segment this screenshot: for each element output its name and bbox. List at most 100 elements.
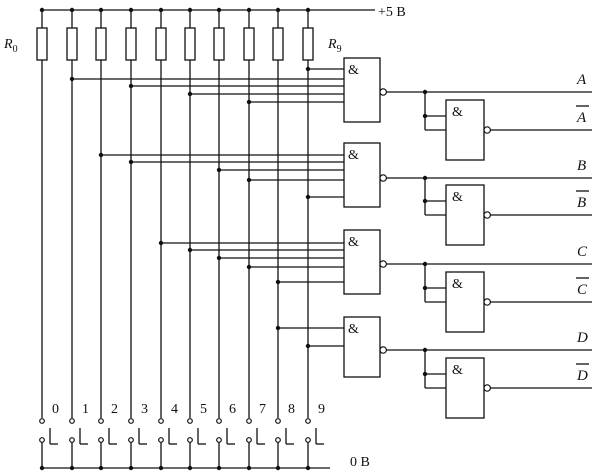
- supply-node-0: [39, 7, 45, 13]
- resistor-3: [125, 27, 137, 61]
- key-label-6: 6: [229, 402, 236, 417]
- key-label-0: 0: [52, 402, 59, 417]
- gate-symbol-0: &: [348, 63, 359, 78]
- output-inverted-label-1: B: [577, 195, 586, 211]
- inverter-symbol-0: &: [452, 105, 463, 120]
- gate-3: [343, 316, 381, 378]
- resistor-8: [272, 27, 284, 61]
- ground-node-7: [246, 465, 252, 471]
- switch-contact-top-8: [275, 418, 281, 424]
- supply-node-7: [246, 7, 252, 13]
- resistor-5: [184, 27, 196, 61]
- key-label-2: 2: [111, 402, 118, 417]
- key-label-8: 8: [288, 402, 295, 417]
- key-label-9: 9: [318, 402, 325, 417]
- switch-contact-bottom-9: [305, 437, 311, 443]
- switch-contact-bottom-0: [39, 437, 45, 443]
- ground-node-4: [158, 465, 164, 471]
- inverter-1: [445, 184, 485, 246]
- gate2-tap-4: [275, 279, 281, 285]
- switch-contact-top-5: [187, 418, 193, 424]
- key-label-1: 1: [82, 402, 89, 417]
- output-label-1: B: [577, 158, 586, 174]
- ground-node-1: [69, 465, 75, 471]
- inverter-2: [445, 271, 485, 333]
- resistor-2: [95, 27, 107, 61]
- supply-node-5: [187, 7, 193, 13]
- output-inverted-label-2: C: [577, 282, 588, 298]
- ground-node-6: [216, 465, 222, 471]
- resistor-1: [66, 27, 78, 61]
- inverter-symbol-3: &: [452, 363, 463, 378]
- supply-node-2: [98, 7, 104, 13]
- gate2-tap-1: [187, 247, 193, 253]
- labels: +5 В 0 В R0 R9: [3, 5, 406, 470]
- switch-contact-top-6: [216, 418, 222, 424]
- output-inverted-label-0: A: [576, 110, 587, 126]
- key-label-5: 5: [200, 402, 207, 417]
- gate3-tap-0: [275, 325, 281, 331]
- inverter-bubble-3: [483, 384, 492, 392]
- switch-contact-top-1: [69, 418, 75, 424]
- switch-contact-top-7: [246, 418, 252, 424]
- switch-contact-bottom-8: [275, 437, 281, 443]
- switch-contact-bottom-6: [216, 437, 222, 443]
- supply-node-8: [275, 7, 281, 13]
- switch-contact-bottom-4: [158, 437, 164, 443]
- key-label-7: 7: [259, 402, 266, 417]
- inverter-node-2: [422, 285, 428, 291]
- gate-symbol-1: &: [348, 148, 359, 163]
- resistor-0: [36, 27, 48, 61]
- resistor-4: [155, 27, 167, 61]
- resistor-7: [243, 27, 255, 61]
- ground-node-5: [187, 465, 193, 471]
- resistor-label-first: R0: [3, 37, 18, 55]
- gate-1: [343, 142, 381, 208]
- switch-contact-top-3: [128, 418, 134, 424]
- inverter-bubble-1: [483, 211, 492, 219]
- ground-node-3: [128, 465, 134, 471]
- gate3-tap-1: [305, 343, 311, 349]
- gate2-tap-0: [158, 240, 164, 246]
- gate0-tap-0: [305, 66, 311, 72]
- supply-node-6: [216, 7, 222, 13]
- gate-bubble-3: [379, 346, 388, 354]
- pull-up-resistors: [36, 27, 314, 61]
- inverter-bubble-0: [483, 126, 492, 134]
- output-label-0: A: [576, 72, 587, 88]
- ground-node-0: [39, 465, 45, 471]
- gate-symbol-2: &: [348, 235, 359, 250]
- gate-bubble-1: [379, 174, 388, 182]
- switch-contact-top-9: [305, 418, 311, 424]
- inverter-bubble-2: [483, 298, 492, 306]
- gate0-tap-2: [128, 83, 134, 89]
- resistor-label-last: R9: [327, 37, 342, 55]
- resistor-6: [213, 27, 225, 61]
- gate1-tap-3: [246, 177, 252, 183]
- ground-label: 0 В: [350, 455, 370, 470]
- gate0-tap-1: [69, 76, 75, 82]
- switch-contact-bottom-3: [128, 437, 134, 443]
- gate0-tap-3: [187, 91, 193, 97]
- inverter-0: [445, 99, 485, 161]
- ground-node-9: [305, 465, 311, 471]
- inverter-symbol-1: &: [452, 190, 463, 205]
- gate-bubble-2: [379, 260, 388, 268]
- supply-node-3: [128, 7, 134, 13]
- gate2-tap-3: [246, 264, 252, 270]
- gate1-tap-2: [216, 167, 222, 173]
- gate1-tap-0: [98, 152, 104, 158]
- ground-node-8: [275, 465, 281, 471]
- key-switches: [39, 418, 324, 445]
- supply-label: +5 В: [378, 5, 406, 20]
- gate-bubble-0: [379, 88, 388, 96]
- gate-symbol-3: &: [348, 322, 359, 337]
- switch-contact-bottom-7: [246, 437, 252, 443]
- wires: [39, 7, 592, 471]
- key-label-4: 4: [171, 402, 178, 417]
- switch-contact-top-2: [98, 418, 104, 424]
- supply-node-9: [305, 7, 311, 13]
- switch-contact-bottom-2: [98, 437, 104, 443]
- key-label-3: 3: [141, 402, 148, 417]
